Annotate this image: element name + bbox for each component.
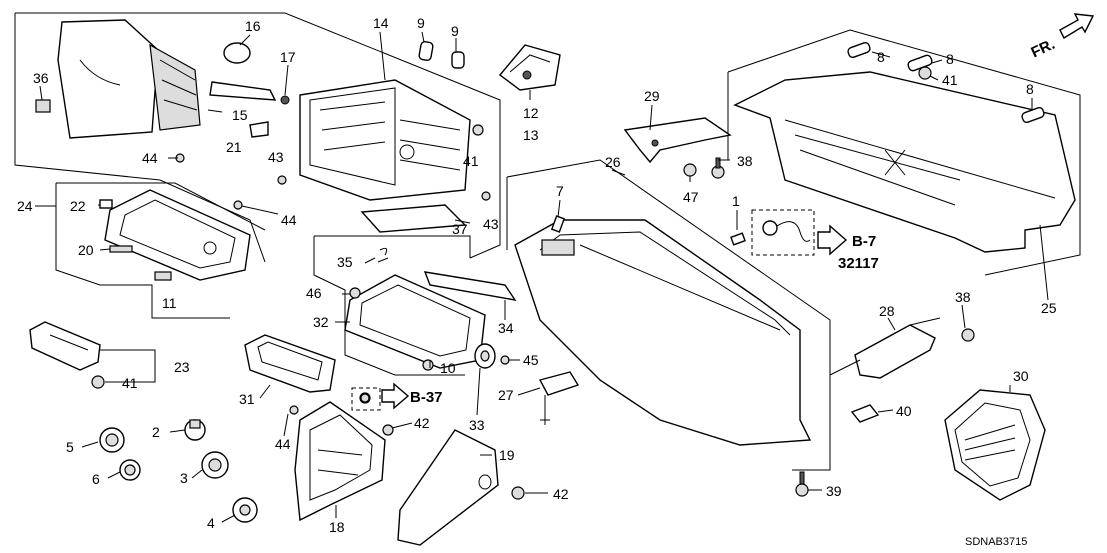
label-29: 29 [644,88,660,104]
label-42a: 42 [414,415,430,431]
label-40: 40 [896,403,912,419]
part-33-lock-cylinder [474,343,496,369]
label-45: 45 [523,352,539,368]
label-38a: 38 [737,153,753,169]
catalog-code: SDNAB3715 [965,536,1027,548]
part-28-damper [829,317,975,379]
part-14-glovebox-housing [299,79,471,201]
label-12: 12 [523,105,539,121]
part-30-vent [944,389,1046,501]
front-direction-label: FR. [1028,36,1057,62]
part-16-17-15-21-clips [207,42,290,138]
part-18-side-cover [294,401,386,522]
part-9-plugs [418,41,465,69]
label-28: 28 [879,303,895,319]
label-46: 46 [306,285,322,301]
label-23: 23 [174,359,190,375]
label-30: 30 [1013,368,1029,384]
part-36-left-panel [35,19,201,139]
label-44b: 44 [281,212,297,228]
ref-b37: B-37 [410,389,443,406]
label-31: 31 [239,391,255,407]
label-21: 21 [226,139,242,155]
label-11: 11 [162,295,177,311]
label-10: 10 [440,360,456,376]
label-20: 20 [78,242,94,258]
label-8a: 8 [877,49,885,65]
leader-lines [35,31,1049,523]
label-44a: 44 [142,150,158,166]
label-26: 26 [605,154,621,170]
label-25: 25 [1041,300,1057,316]
label-4: 4 [207,515,215,531]
part-27-key [538,371,580,425]
label-27: 27 [498,387,514,403]
label-15: 15 [232,107,248,123]
label-8b: 8 [946,51,954,67]
label-37: 37 [452,221,468,237]
label-14: 14 [373,15,389,31]
label-43a: 43 [268,149,284,165]
label-22: 22 [70,198,86,214]
part-19-end-cap [397,429,499,546]
label-39: 39 [826,483,842,499]
label-33: 33 [469,417,485,433]
part-29-bracket [623,117,732,164]
label-1: 1 [732,193,740,209]
label-24: 24 [17,198,33,214]
label-18: 18 [329,519,345,535]
part-39-screw [795,471,809,497]
part-2-3-4-5-6-fasteners [99,419,258,523]
label-9a: 9 [417,15,425,31]
label-7: 7 [556,183,564,199]
label-44c: 44 [275,436,291,452]
part-7-38-47-small-parts [550,157,725,233]
ref-32117: 32117 [838,255,879,272]
ref-b7: B-7 [852,233,876,250]
label-42b: 42 [553,486,569,502]
ref-arrow-b37 [351,382,410,411]
label-32: 32 [313,314,329,330]
reference-labels: B-37 B-7 32117 FR. SDNAB3715 [410,36,1058,548]
part-12-13-bracket [498,44,561,91]
label-41a: 41 [463,153,479,169]
label-16: 16 [245,18,261,34]
part-23-small-panel [29,321,105,389]
label-43b: 43 [483,216,499,232]
label-2: 2 [152,424,160,440]
part-31-tray [244,334,336,393]
label-3: 3 [180,470,188,486]
label-41b: 41 [942,72,958,88]
part-25-upper-tray [733,41,1076,253]
label-35: 35 [337,254,353,270]
label-5: 5 [66,439,74,455]
part-24-lid-frame [99,189,251,281]
part-40-clip [850,404,880,423]
label-47: 47 [683,189,699,205]
part-1-harness [730,220,811,246]
label-6: 6 [92,471,100,487]
part-26-glove-box [514,219,812,446]
label-38b: 38 [955,289,971,305]
part-number-labels: 16 14 9 9 36 17 15 21 43 41 12 13 29 8 8… [17,15,1057,535]
label-8c: 8 [1026,81,1034,97]
label-17: 17 [280,49,296,65]
ref-arrow-b7 [817,224,848,256]
label-41c: 41 [122,375,138,391]
label-36: 36 [33,70,49,86]
part-37-34-trim-plates [360,204,517,301]
front-direction-arrow [1059,13,1095,39]
part-32-box-insert [344,247,486,369]
label-9b: 9 [451,23,459,39]
label-19: 19 [499,447,515,463]
label-13: 13 [523,127,539,143]
label-34: 34 [498,320,514,336]
